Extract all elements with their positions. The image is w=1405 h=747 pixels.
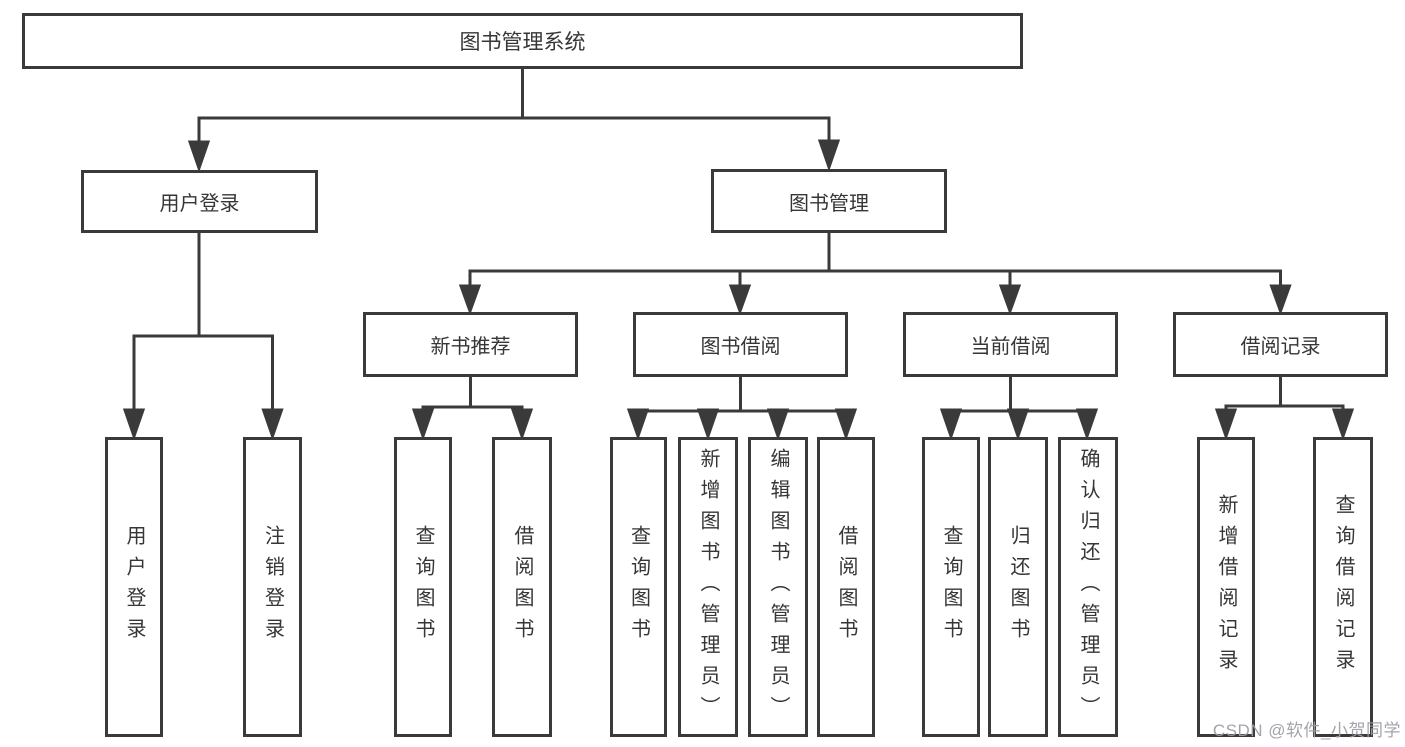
arrow-down-icon — [1331, 408, 1355, 441]
arrow-down-icon — [1214, 408, 1238, 441]
node-label: 当前借阅 — [970, 336, 1051, 358]
connector-bookborrow-to-leaves — [626, 377, 858, 441]
leaf-edit-books-admin: 编辑图书（管理员） — [748, 437, 808, 737]
connector-currentborrow-to-leaves — [939, 377, 1099, 441]
leaf-borrow-books-recommend: 借阅图书 — [492, 437, 552, 737]
node-label: 新增图书（管理员） — [697, 447, 719, 727]
node-label: 归还图书 — [1007, 525, 1029, 649]
leaf-logout-login: 注销登录 — [243, 437, 302, 737]
node-label: 用户登录 — [159, 193, 240, 215]
leaf-query-books-current: 查询图书 — [922, 437, 980, 737]
connector-userlogin-to-leaves — [122, 233, 284, 441]
node-label: 查询图书 — [940, 525, 962, 649]
leaf-add-borrow-record: 新增借阅记录 — [1197, 437, 1255, 737]
arrow-down-icon — [728, 284, 752, 316]
leaf-confirm-return-admin: 确认归还（管理员） — [1058, 437, 1118, 737]
connector-newbook-to-leaves — [411, 377, 534, 441]
node-label: 查询图书 — [412, 525, 434, 649]
leaf-query-borrow-record: 查询借阅记录 — [1313, 437, 1373, 737]
node-book-management: 图书管理 — [711, 169, 947, 233]
node-label: 查询借阅记录 — [1332, 494, 1354, 680]
arrow-down-icon — [510, 408, 534, 441]
arrow-down-icon — [834, 408, 858, 441]
leaf-borrow-books: 借阅图书 — [817, 437, 875, 737]
node-label: 借阅图书 — [511, 525, 533, 649]
node-root-system: 图书管理系统 — [22, 13, 1023, 69]
arrow-down-icon — [411, 408, 435, 441]
connector-root-to-level2 — [187, 69, 841, 173]
node-user-login: 用户登录 — [81, 170, 318, 233]
node-label: 图书管理系统 — [459, 31, 586, 54]
csdn-watermark: CSDN @软件_小贺同学 — [1212, 721, 1401, 740]
node-label: 借阅记录 — [1240, 336, 1321, 358]
leaf-query-books-recommend: 查询图书 — [394, 437, 452, 737]
arrow-down-icon — [1269, 284, 1292, 316]
node-current-borrow: 当前借阅 — [903, 312, 1118, 377]
node-label: 确认归还（管理员） — [1077, 447, 1099, 727]
arrow-down-icon — [187, 140, 211, 173]
node-book-borrow: 图书借阅 — [633, 312, 848, 377]
leaf-query-books-borrow: 查询图书 — [610, 437, 667, 737]
node-label: 新书推荐 — [430, 336, 511, 358]
connector-bookmgmt-to-level3 — [458, 233, 1292, 316]
leaf-add-books-admin: 新增图书（管理员） — [678, 437, 738, 737]
node-label: 注销登录 — [261, 525, 284, 649]
arrow-down-icon — [766, 408, 790, 441]
node-label: 借阅图书 — [835, 525, 857, 649]
node-label: 编辑图书（管理员） — [767, 447, 789, 727]
arrow-down-icon — [122, 408, 146, 441]
arrow-down-icon — [998, 284, 1022, 316]
arrow-down-icon — [939, 408, 963, 441]
node-label: 图书管理 — [789, 192, 869, 215]
arrow-down-icon — [1006, 408, 1030, 441]
arrow-down-icon — [696, 408, 720, 441]
arrow-down-icon — [458, 284, 482, 316]
node-label: 查询图书 — [627, 525, 650, 649]
node-label: 图书借阅 — [700, 336, 781, 358]
arrow-down-icon — [261, 408, 284, 441]
arrow-down-icon — [1075, 408, 1099, 441]
node-new-book-recommend: 新书推荐 — [363, 312, 578, 377]
arrow-down-icon — [817, 139, 841, 172]
leaf-user-login: 用户登录 — [105, 437, 163, 737]
node-borrow-records: 借阅记录 — [1173, 312, 1388, 377]
connector-borrowrecords-to-leaves — [1214, 377, 1355, 441]
node-label: 新增借阅记录 — [1215, 494, 1237, 680]
leaf-return-books: 归还图书 — [988, 437, 1048, 737]
node-label: 用户登录 — [123, 525, 145, 649]
arrow-down-icon — [626, 408, 650, 441]
